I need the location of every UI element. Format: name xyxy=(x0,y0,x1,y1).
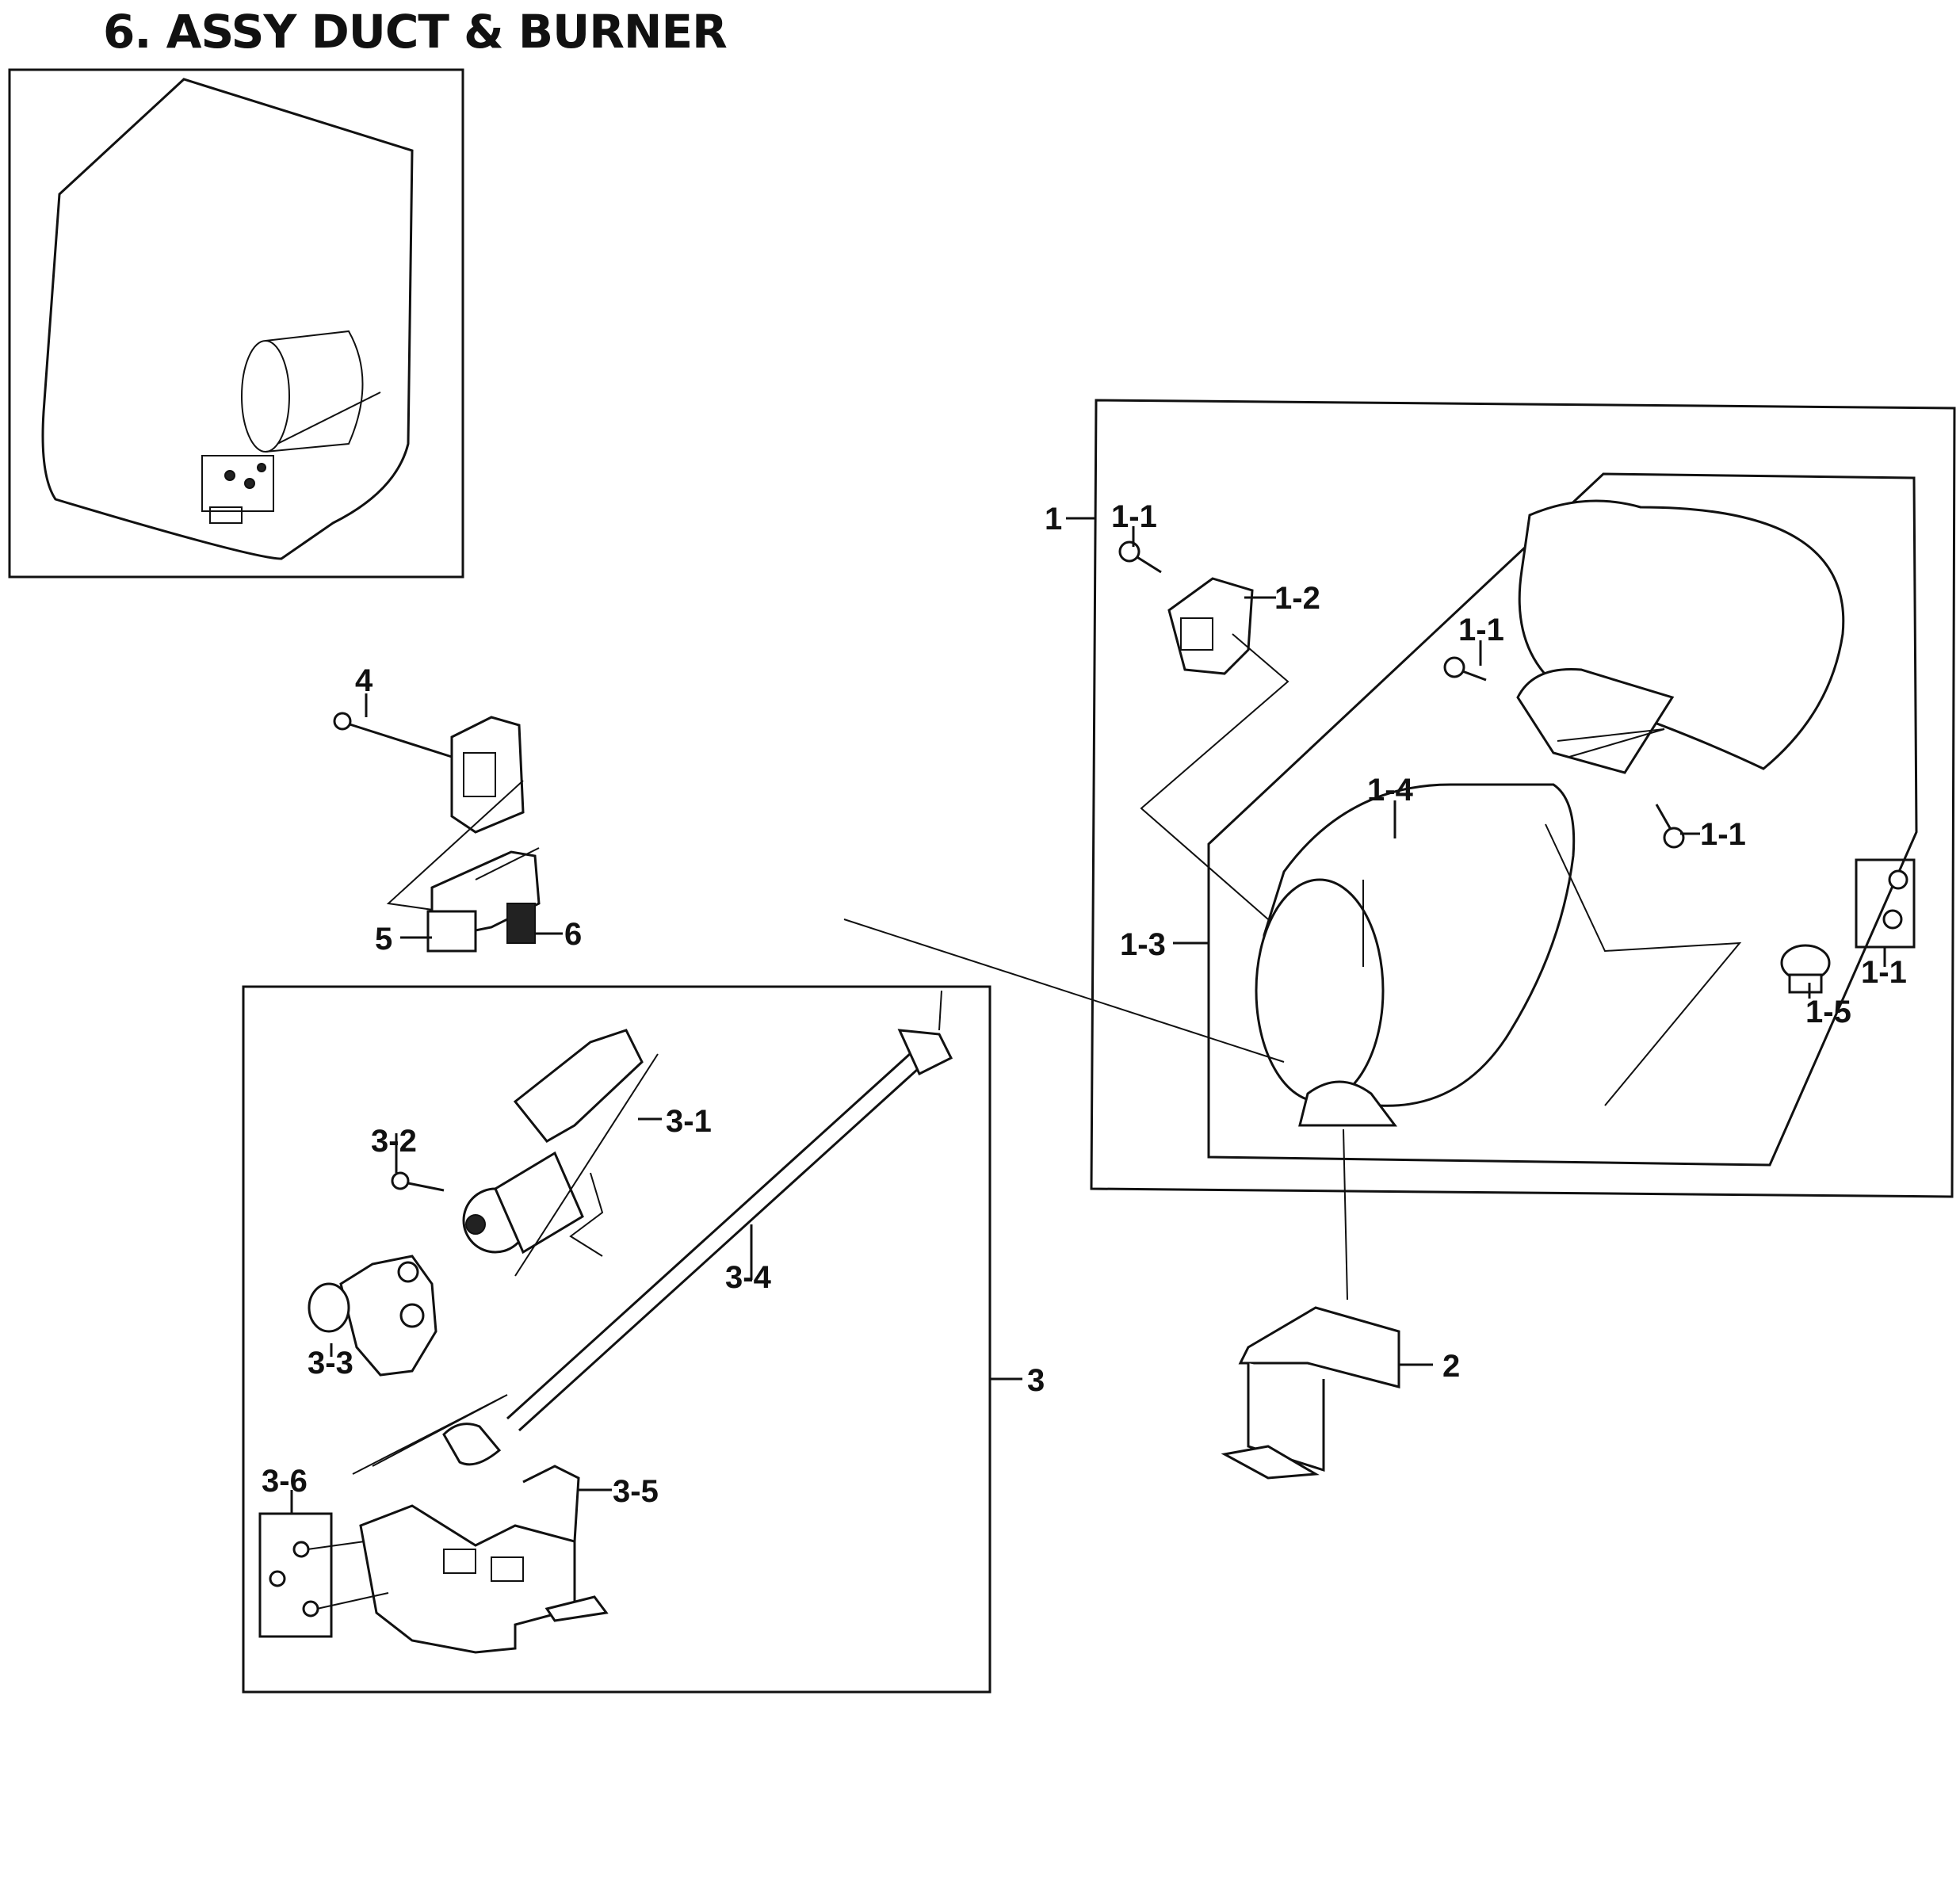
callout-label-2: 2 xyxy=(1442,1349,1460,1384)
gas-valve-3-3 xyxy=(308,1255,437,1377)
callout-label-1-1b: 1-1 xyxy=(1458,613,1504,647)
callout-6: 6 xyxy=(535,917,582,952)
callout-label-1-1c: 1-1 xyxy=(1700,817,1746,852)
callout-label-1-1d: 1-1 xyxy=(1861,955,1907,990)
callout-3-3: 3-3 xyxy=(308,1343,353,1381)
callout-1-1a: 1-1 xyxy=(1111,499,1157,547)
duct-part-1-3 xyxy=(1255,783,1576,1127)
callout-1-4: 1-4 xyxy=(1367,773,1414,838)
callout-1: 1 xyxy=(1045,502,1096,537)
callout-label-3-1: 3-1 xyxy=(666,1104,712,1139)
screw-3-2 xyxy=(391,1171,445,1192)
callout-label-1-5: 1-5 xyxy=(1805,995,1851,1029)
screw-1-1-mid xyxy=(1443,656,1487,682)
callout-label-5: 5 xyxy=(375,922,392,957)
callout-3-5: 3-5 xyxy=(579,1474,659,1509)
bracket-2 xyxy=(1221,1306,1400,1480)
burner-leader-lines xyxy=(352,990,942,1475)
callout-label-3: 3 xyxy=(1027,1363,1045,1398)
callout-1-1d: 1-1 xyxy=(1861,947,1907,990)
overview-inset xyxy=(8,68,464,579)
callout-label-1-4: 1-4 xyxy=(1367,773,1414,808)
callout-3-4: 3-4 xyxy=(725,1224,772,1295)
filter-6 xyxy=(506,903,536,944)
callout-3-1: 3-1 xyxy=(638,1104,712,1139)
igniter-5 xyxy=(426,847,541,953)
screws-3-6 xyxy=(258,1512,389,1638)
callout-2: 2 xyxy=(1399,1349,1460,1384)
callout-1-1b: 1-1 xyxy=(1458,613,1504,666)
inset-duct-icon xyxy=(201,330,381,524)
callout-label-1-3: 1-3 xyxy=(1120,927,1166,962)
callout-5: 5 xyxy=(375,922,432,957)
mounting-bracket-3-5 xyxy=(359,1465,609,1654)
screw-1-1-top xyxy=(1118,540,1162,574)
burner-tube-3-1 xyxy=(462,1029,644,1255)
bracket-4 xyxy=(333,712,525,912)
callout-label-3-3: 3-3 xyxy=(308,1346,353,1381)
callout-label-1: 1 xyxy=(1045,502,1062,537)
burner-assembly-box xyxy=(242,985,991,1694)
screw-1-1-lower xyxy=(1655,804,1685,849)
callout-label-6: 6 xyxy=(564,917,582,952)
gas-pipe-3-4 xyxy=(442,1029,953,1466)
callout-1-5: 1-5 xyxy=(1805,983,1851,1029)
callout-3-6: 3-6 xyxy=(262,1464,308,1514)
page-title: 6. ASSY DUCT & BURNER xyxy=(103,5,728,59)
callout-label-3-6: 3-6 xyxy=(262,1464,308,1499)
callout-4: 4 xyxy=(355,663,373,717)
callout-label-3-2: 3-2 xyxy=(371,1124,417,1159)
callout-label-4: 4 xyxy=(355,663,373,698)
bracket-1-2 xyxy=(1167,577,1254,675)
callout-label-1-1a: 1-1 xyxy=(1111,499,1157,534)
callout-1-3: 1-3 xyxy=(1120,927,1209,962)
callout-label-1-2: 1-2 xyxy=(1274,581,1320,616)
callout-label-3-4: 3-4 xyxy=(725,1260,772,1295)
duct-part-1-4 xyxy=(1516,499,1845,774)
duct-assembly-box xyxy=(1090,399,1956,1198)
duct-leader-lines xyxy=(843,633,1742,1300)
callout-3: 3 xyxy=(990,1363,1045,1398)
callout-3-2: 3-2 xyxy=(371,1124,417,1173)
thermostat-1-5 xyxy=(1780,944,1831,994)
callout-1-2: 1-2 xyxy=(1244,581,1320,616)
callout-label-3-5: 3-5 xyxy=(613,1474,659,1509)
callout-1-1c: 1-1 xyxy=(1680,817,1746,852)
